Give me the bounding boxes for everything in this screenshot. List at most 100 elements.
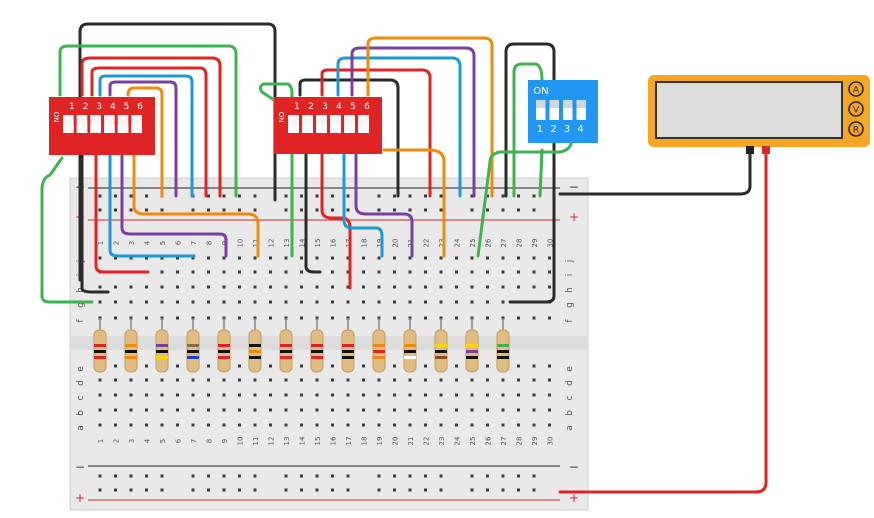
breadboard-hole[interactable]: [486, 378, 489, 382]
breadboard-hole[interactable]: [455, 316, 458, 320]
rail-hole[interactable]: [470, 194, 474, 198]
breadboard-hole[interactable]: [145, 423, 148, 427]
rail-hole[interactable]: [439, 208, 443, 212]
breadboard-hole[interactable]: [393, 393, 396, 397]
rail-hole[interactable]: [253, 194, 257, 198]
breadboard-hole[interactable]: [114, 300, 117, 304]
breadboard-hole[interactable]: [222, 270, 226, 274]
breadboard-hole[interactable]: [346, 300, 350, 304]
breadboard-hole[interactable]: [269, 393, 272, 397]
breadboard-hole[interactable]: [439, 423, 443, 427]
rail-hole[interactable]: [408, 194, 412, 198]
breadboard-hole[interactable]: [238, 364, 241, 368]
breadboard-hole[interactable]: [160, 423, 164, 427]
breadboard-hole[interactable]: [470, 270, 474, 274]
breadboard-hole[interactable]: [315, 378, 319, 382]
rail-hole[interactable]: [331, 488, 334, 492]
breadboard-hole[interactable]: [501, 285, 505, 289]
breadboard-hole[interactable]: [501, 393, 505, 397]
red-probe-jack[interactable]: [762, 146, 770, 154]
breadboard-hole[interactable]: [176, 285, 179, 289]
dip-switch-toggle-1[interactable]: [536, 100, 546, 120]
breadboard-hole[interactable]: [470, 423, 474, 427]
breadboard-hole[interactable]: [300, 378, 303, 382]
breadboard-hole[interactable]: [548, 270, 551, 274]
breadboard-hole[interactable]: [191, 285, 195, 289]
breadboard-hole[interactable]: [300, 393, 303, 397]
rail-hole[interactable]: [346, 194, 350, 198]
breadboard-hole[interactable]: [98, 393, 102, 397]
rail-hole[interactable]: [114, 194, 117, 198]
breadboard-hole[interactable]: [362, 285, 365, 289]
ohmmeter-mode-icon[interactable]: R: [848, 121, 864, 137]
rail-hole[interactable]: [191, 474, 195, 478]
breadboard-hole[interactable]: [331, 423, 334, 427]
breadboard-hole[interactable]: [191, 256, 195, 260]
breadboard-hole[interactable]: [470, 378, 474, 382]
resistor-9[interactable]: [341, 318, 355, 373]
black-probe-jack[interactable]: [746, 146, 754, 154]
breadboard-hole[interactable]: [424, 423, 427, 427]
breadboard-hole[interactable]: [408, 270, 412, 274]
rail-hole[interactable]: [501, 474, 505, 478]
breadboard-hole[interactable]: [470, 408, 474, 412]
breadboard-hole[interactable]: [393, 316, 396, 320]
breadboard-hole[interactable]: [486, 256, 489, 260]
dip-switch-toggle-1[interactable]: [288, 115, 299, 133]
breadboard-hole[interactable]: [362, 364, 365, 368]
rail-hole[interactable]: [300, 488, 303, 492]
breadboard-hole[interactable]: [548, 285, 551, 289]
breadboard-hole[interactable]: [424, 364, 427, 368]
breadboard-hole[interactable]: [176, 256, 179, 260]
breadboard-hole[interactable]: [253, 256, 257, 260]
breadboard-hole[interactable]: [455, 393, 458, 397]
breadboard-hole[interactable]: [129, 423, 133, 427]
rail-hole[interactable]: [207, 194, 210, 198]
breadboard-hole[interactable]: [98, 256, 102, 260]
breadboard-hole[interactable]: [532, 378, 536, 382]
breadboard-hole[interactable]: [300, 423, 303, 427]
breadboard-hole[interactable]: [238, 423, 241, 427]
breadboard-hole[interactable]: [532, 285, 536, 289]
breadboard-hole[interactable]: [362, 423, 365, 427]
rail-hole[interactable]: [284, 208, 288, 212]
breadboard-hole[interactable]: [238, 316, 241, 320]
breadboard-hole[interactable]: [532, 316, 536, 320]
breadboard-hole[interactable]: [486, 316, 489, 320]
breadboard-hole[interactable]: [269, 270, 272, 274]
breadboard-hole[interactable]: [548, 408, 551, 412]
breadboard-hole[interactable]: [300, 364, 303, 368]
breadboard-hole[interactable]: [331, 316, 334, 320]
breadboard-hole[interactable]: [548, 423, 551, 427]
rail-hole[interactable]: [346, 474, 350, 478]
rail-hole[interactable]: [424, 208, 427, 212]
resistor-10[interactable]: [372, 318, 386, 373]
resistor-5[interactable]: [217, 318, 231, 373]
breadboard-hole[interactable]: [114, 364, 117, 368]
breadboard-hole[interactable]: [424, 300, 427, 304]
rail-hole[interactable]: [284, 194, 288, 198]
rail-hole[interactable]: [532, 488, 536, 492]
breadboard-hole[interactable]: [408, 393, 412, 397]
rail-hole[interactable]: [377, 194, 381, 198]
breadboard-hole[interactable]: [207, 408, 210, 412]
breadboard-hole[interactable]: [439, 256, 443, 260]
ammeter-mode-icon[interactable]: A: [848, 81, 864, 97]
breadboard-hole[interactable]: [501, 270, 505, 274]
rail-hole[interactable]: [408, 208, 412, 212]
breadboard-hole[interactable]: [470, 300, 474, 304]
breadboard-hole[interactable]: [300, 408, 303, 412]
breadboard-hole[interactable]: [393, 300, 396, 304]
breadboard-hole[interactable]: [455, 423, 458, 427]
breadboard-hole[interactable]: [269, 378, 272, 382]
breadboard-hole[interactable]: [191, 270, 195, 274]
resistor-7[interactable]: [279, 318, 293, 373]
resistor-2[interactable]: [124, 318, 138, 373]
breadboard-hole[interactable]: [191, 300, 195, 304]
breadboard-hole[interactable]: [362, 300, 365, 304]
rail-hole[interactable]: [222, 474, 226, 478]
rail-hole[interactable]: [160, 208, 164, 212]
breadboard-hole[interactable]: [269, 300, 272, 304]
